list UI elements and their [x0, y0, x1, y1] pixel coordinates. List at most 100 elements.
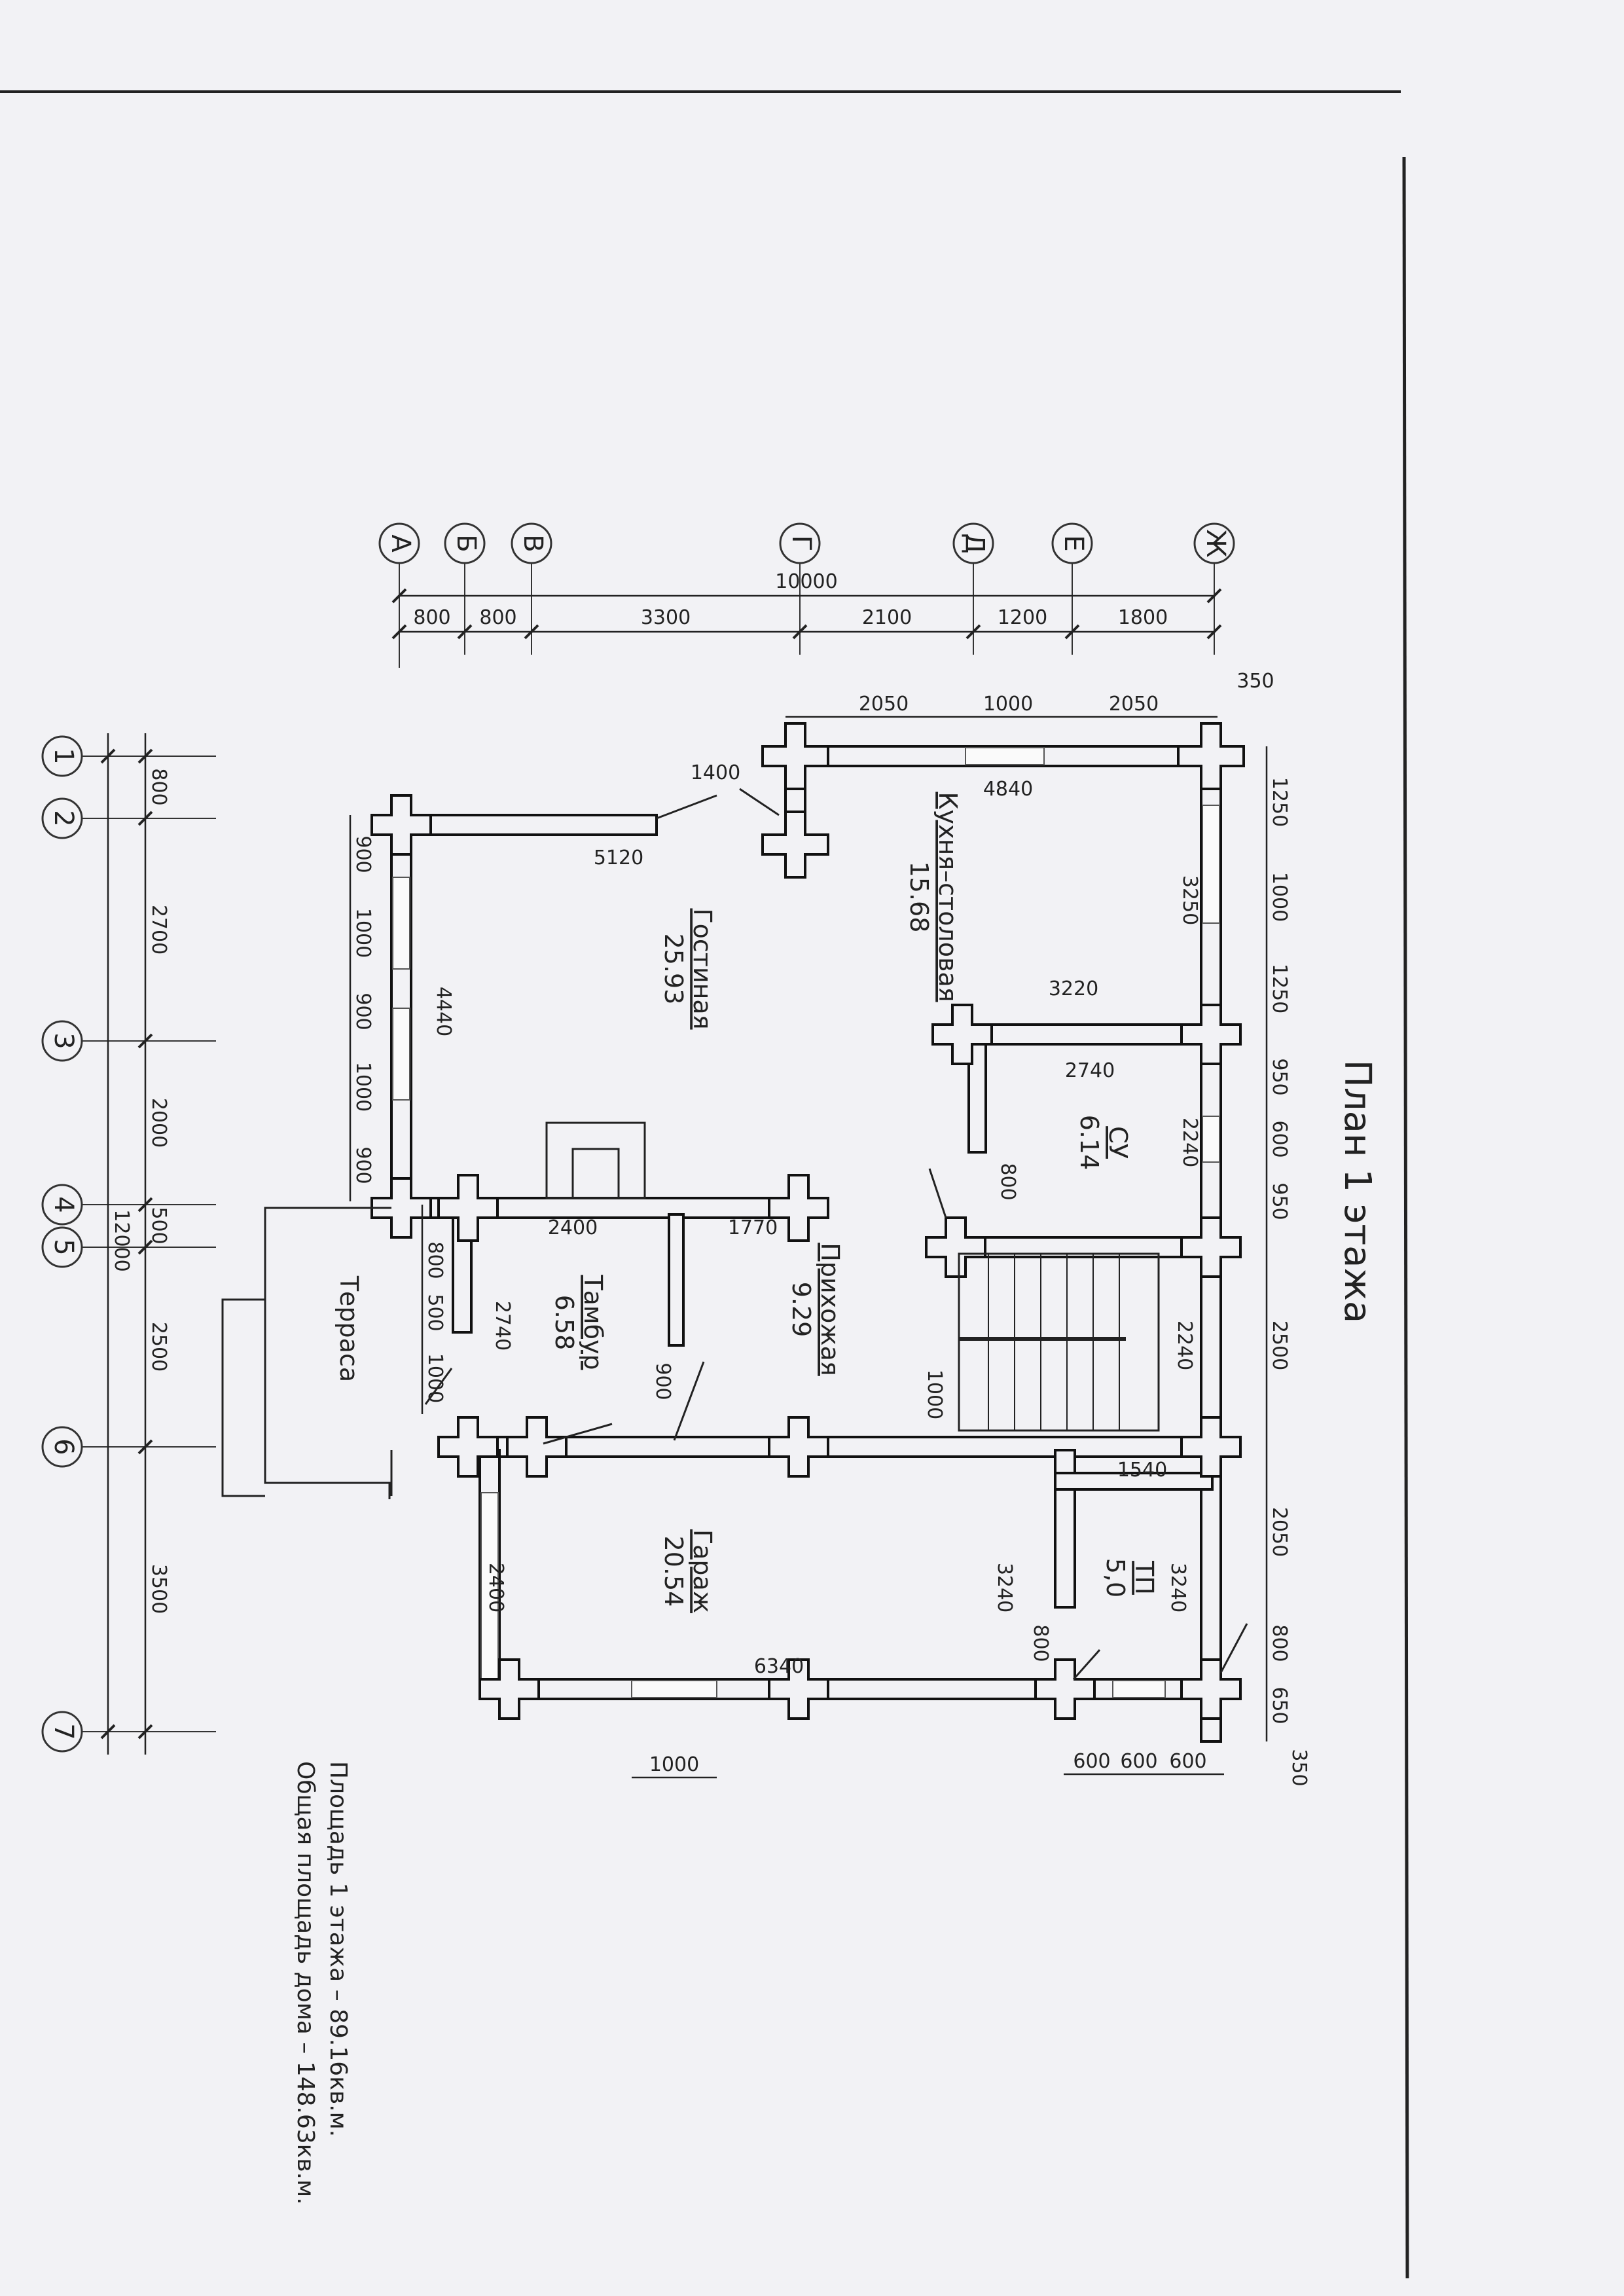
- column-marker: [1177, 722, 1245, 790]
- dim-right-end: 350: [1288, 1749, 1310, 1786]
- svg-text:5,0: 5,0: [1101, 1558, 1130, 1597]
- dim-left-5: 2500: [147, 1322, 170, 1372]
- windows: [392, 747, 1220, 1698]
- dim-2400b: 2400: [484, 1563, 507, 1613]
- svg-text:Прихожая: Прихожая: [816, 1243, 844, 1376]
- dim-win-3: 2050: [1109, 693, 1159, 716]
- column-marker: [761, 811, 829, 879]
- column-marker: [1180, 1216, 1242, 1278]
- svg-text:В: В: [518, 534, 548, 552]
- wall-north-living: [390, 814, 658, 836]
- door-swing: [1072, 1649, 1101, 1680]
- svg-text:Терраса: Терраса: [334, 1275, 363, 1382]
- svg-text:Кухня–столовая: Кухня–столовая: [933, 792, 962, 1002]
- svg-text:ТП: ТП: [1130, 1560, 1159, 1595]
- svg-text:Ж: Ж: [1200, 529, 1231, 557]
- column-marker: [1180, 1658, 1242, 1720]
- column-marker: [1180, 1004, 1242, 1065]
- svg-text:Гараж: Гараж: [688, 1529, 717, 1613]
- dim-2240a: 2240: [1178, 1118, 1201, 1167]
- wall-garage-south: [478, 1678, 1221, 1700]
- dim-2400a: 2400: [548, 1216, 598, 1239]
- axis-bubble-B: Б: [444, 522, 486, 564]
- room-garage: Гараж 20.54: [659, 1529, 717, 1613]
- dim-top-3: 3300: [641, 606, 691, 629]
- dim-left-total: 12000: [110, 1209, 133, 1271]
- dim-4440: 4440: [432, 987, 455, 1036]
- dim-right-10: 650: [1268, 1686, 1291, 1724]
- dimension-texts: 2050 1000 2050 350 1250 1000 1250 950 60…: [352, 670, 1310, 1787]
- dim-1000: 1000: [923, 1370, 946, 1419]
- room-boiler: ТП 5,0: [1101, 1558, 1159, 1597]
- dim-2740b: 2740: [491, 1301, 514, 1351]
- window-east-2: [1202, 1116, 1220, 1163]
- door-swing: [543, 1423, 613, 1445]
- axis-bubble-3: 3: [41, 1020, 83, 1062]
- svg-text:Б: Б: [451, 534, 481, 552]
- dim-west-2: 1000: [352, 908, 374, 958]
- top-dimensions: 10000 800 800 3300 2100 1200 1800: [391, 570, 1222, 640]
- dim-6340: 6340: [754, 1655, 804, 1678]
- svg-text:Е: Е: [1058, 535, 1089, 551]
- dim-bottom-2: 600: [1120, 1750, 1157, 1773]
- column-marker: [925, 1216, 986, 1278]
- svg-text:6: 6: [48, 1438, 79, 1455]
- column-marker: [931, 1004, 993, 1065]
- dim-top-5: 1200: [998, 606, 1047, 629]
- column-marker: [437, 1416, 499, 1478]
- column-marker: [370, 794, 432, 856]
- door-swing: [928, 1168, 947, 1218]
- dim-900: 900: [651, 1362, 674, 1400]
- dim-top-2: 800: [479, 606, 516, 629]
- dim-1770: 1770: [728, 1216, 778, 1239]
- dim-west-3: 900: [352, 993, 374, 1030]
- column-marker: [437, 1174, 499, 1242]
- dim-left-2: 2700: [147, 905, 170, 955]
- door-swing: [673, 1361, 705, 1441]
- room-terrace: Терраса: [334, 1275, 363, 1382]
- left-dimensions: 12000 800 2700 2000 500 2500 3500: [100, 733, 170, 1755]
- svg-text:2: 2: [48, 810, 79, 826]
- dim-800a: 800: [996, 1163, 1019, 1200]
- dim-top-total: 10000: [775, 570, 837, 593]
- window-kitchen-north: [965, 747, 1045, 765]
- dim-1400: 1400: [691, 761, 740, 784]
- window-tp-south: [1112, 1680, 1166, 1698]
- room-hallway: Прихожая 9.29: [787, 1243, 844, 1376]
- svg-text:А: А: [386, 534, 416, 553]
- column-marker: [506, 1416, 568, 1478]
- axis-bubble-Zh: Ж: [1193, 522, 1235, 564]
- terrace-outline: [221, 1207, 393, 1499]
- svg-text:Г: Г: [786, 536, 816, 551]
- room-labels: Гостиная 25.93 Кухня–столовая 15.68 СУ 6…: [334, 792, 1159, 1613]
- room-bathroom: СУ 6.14: [1075, 1115, 1132, 1171]
- dim-bottom-3: 600: [1169, 1750, 1206, 1773]
- column-marker: [768, 1174, 829, 1242]
- stairs: [958, 1252, 1160, 1432]
- area-first-floor: Площадь 1 этажа – 89.16кв.м.: [325, 1761, 352, 2137]
- dim-3250: 3250: [1178, 875, 1201, 925]
- dim-left-4: 500: [147, 1207, 170, 1244]
- dim-4840: 4840: [983, 778, 1033, 801]
- dim-3220: 3220: [1049, 977, 1098, 1000]
- column-marker: [478, 1658, 540, 1720]
- wall-su-north: [951, 1023, 1216, 1046]
- column-marker: [1180, 1416, 1242, 1478]
- dim-right-5: 600: [1268, 1120, 1291, 1157]
- window-living-1: [392, 877, 410, 970]
- svg-text:15.68: 15.68: [905, 862, 933, 933]
- svg-text:6.58: 6.58: [550, 1295, 579, 1351]
- wall-tambur-east: [668, 1213, 685, 1347]
- axis-bubble-2: 2: [41, 797, 83, 839]
- room-kitchen: Кухня–столовая 15.68: [905, 792, 962, 1002]
- dim-bottom-window: 1000: [649, 1753, 699, 1776]
- window-garage-west: [480, 1492, 499, 1680]
- dim-win-2: 1000: [983, 693, 1033, 716]
- svg-text:Д: Д: [960, 533, 990, 553]
- dim-5120: 5120: [594, 847, 643, 869]
- svg-text:1: 1: [48, 748, 79, 764]
- svg-text:9.29: 9.29: [787, 1282, 816, 1338]
- dim-right-7: 2500: [1268, 1321, 1291, 1370]
- axis-letters: А Б В Г Д Е Ж: [378, 522, 1235, 564]
- column-marker: [761, 722, 829, 790]
